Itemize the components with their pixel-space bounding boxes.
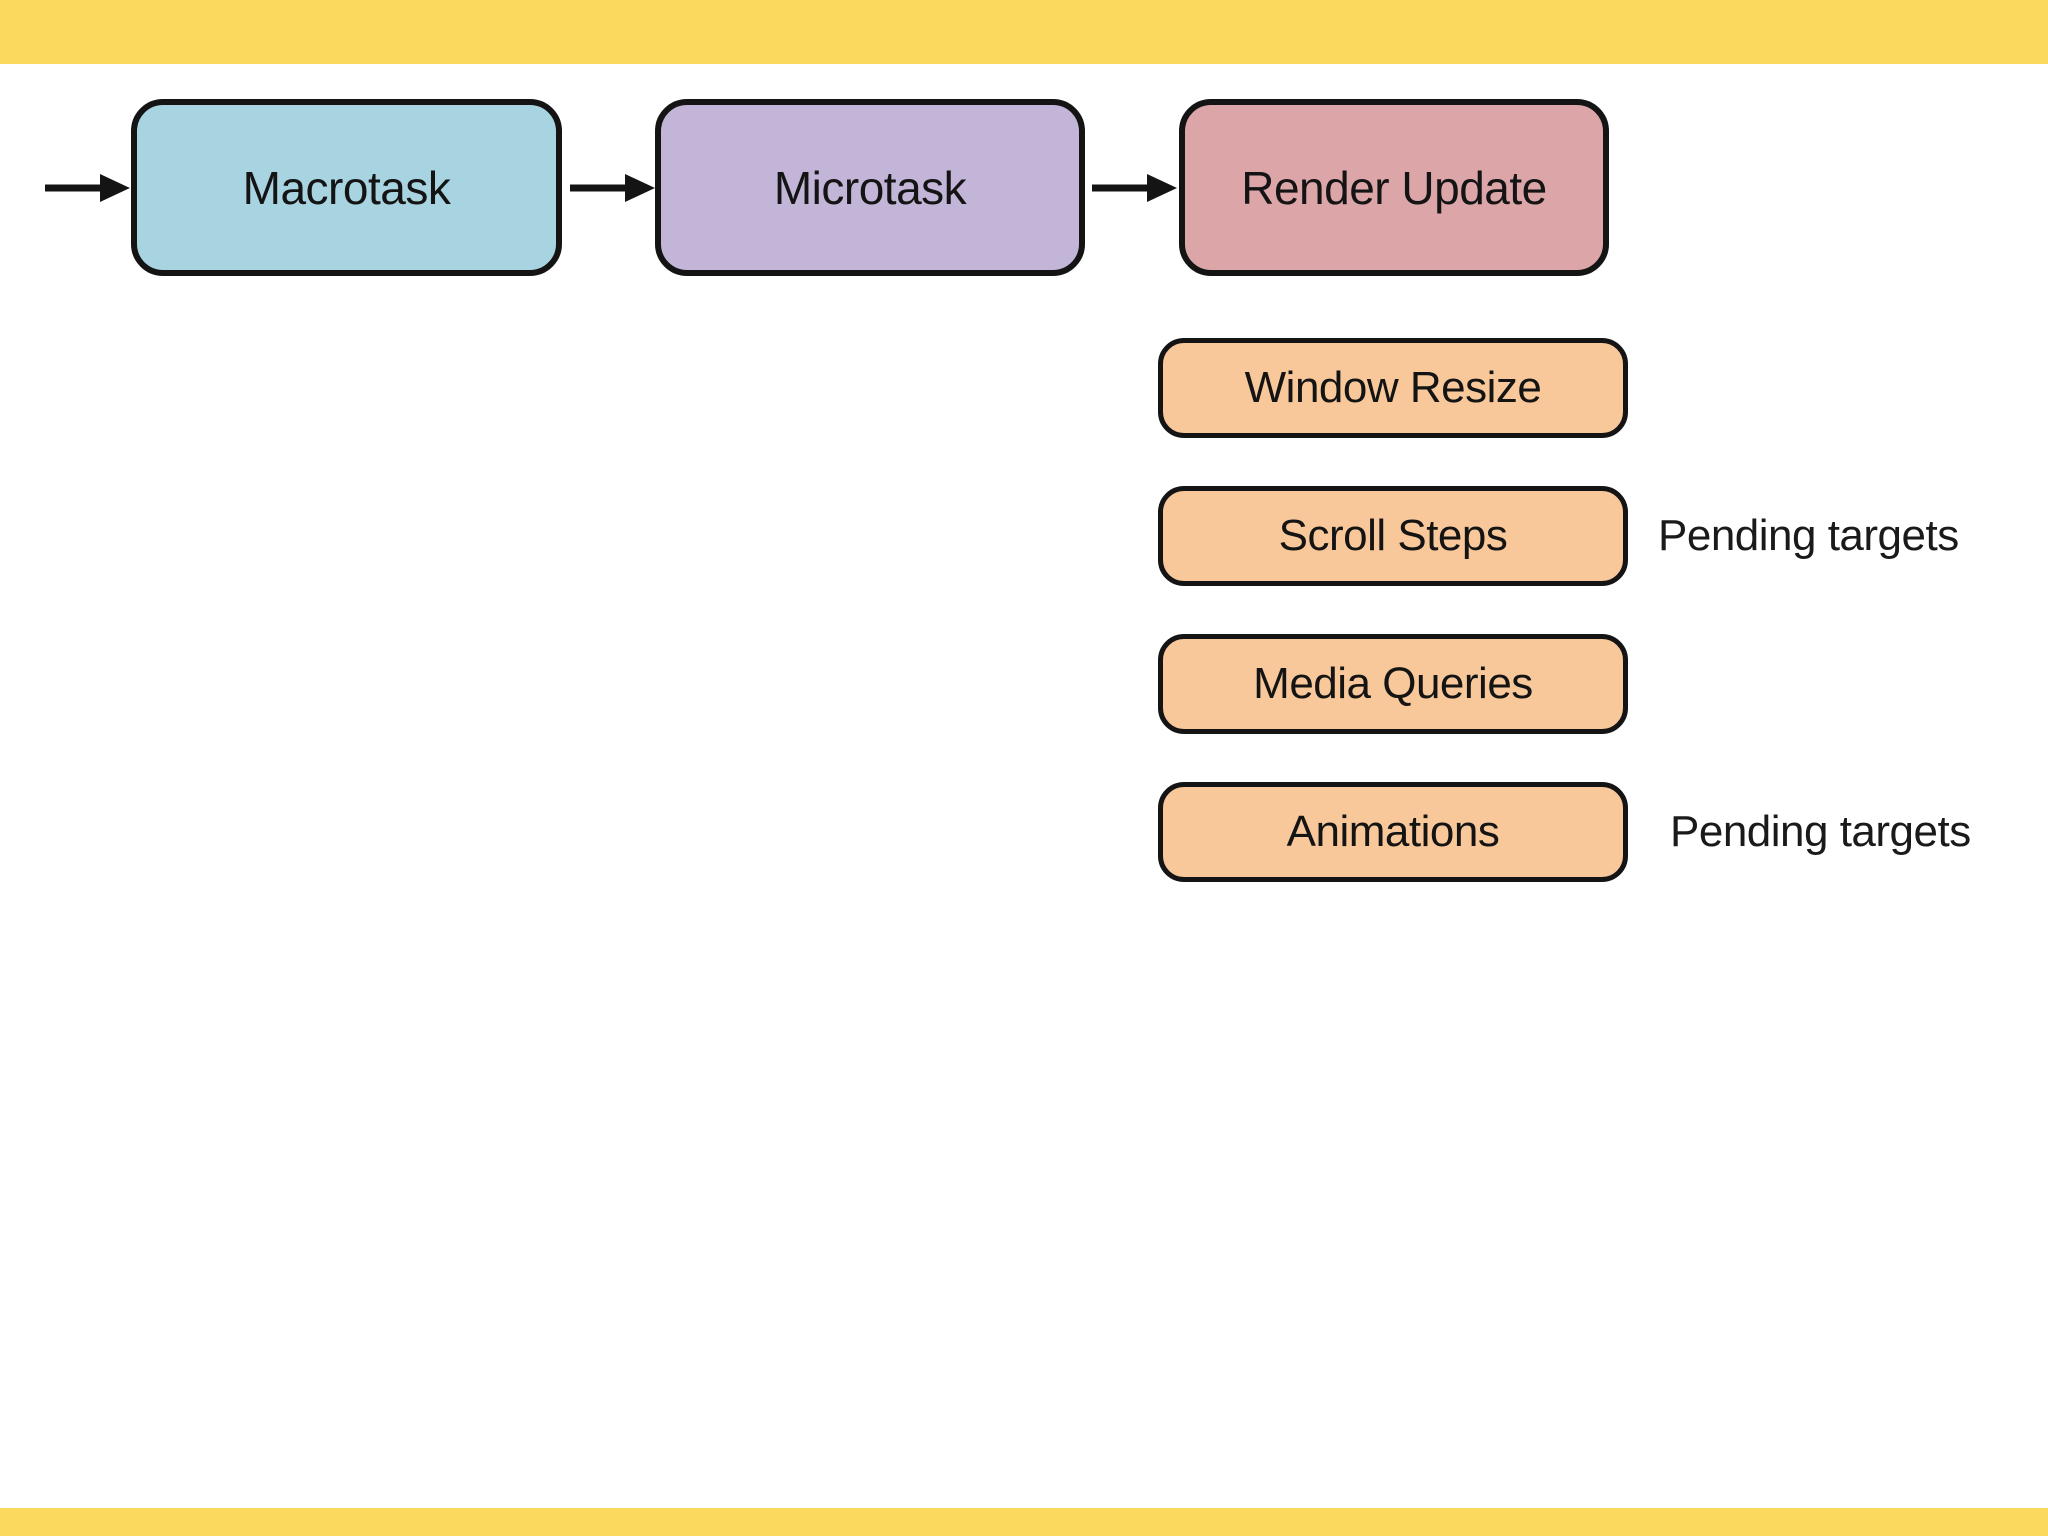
macrotask-label: Macrotask <box>242 161 451 214</box>
animations-label: Animations <box>1286 807 1500 856</box>
bottom-yellow-bar <box>0 1508 2048 1536</box>
arrow-microtask-to-render-icon <box>1092 174 1177 202</box>
media-queries-label: Media Queries <box>1253 659 1533 708</box>
scroll-steps-pending-targets-note: Pending targets <box>1658 511 1959 560</box>
animations-pending-targets-note: Pending targets <box>1670 807 1971 856</box>
render-update-label: Render Update <box>1241 161 1547 214</box>
media-queries-phase: Media Queries <box>1158 634 1628 734</box>
macrotask-node: Macrotask <box>131 99 562 276</box>
render-update-node: Render Update <box>1179 99 1609 276</box>
top-yellow-bar <box>0 0 2048 64</box>
microtask-label: Microtask <box>773 161 967 214</box>
scroll-steps-label: Scroll Steps <box>1278 511 1508 560</box>
arrow-into-macrotask-icon <box>45 174 130 202</box>
scroll-steps-phase: Scroll Steps <box>1158 486 1628 586</box>
window-resize-phase: Window Resize <box>1158 338 1628 438</box>
window-resize-label: Window Resize <box>1244 363 1542 412</box>
animations-phase: Animations <box>1158 782 1628 882</box>
arrow-macrotask-to-microtask-icon <box>570 174 655 202</box>
microtask-node: Microtask <box>655 99 1085 276</box>
